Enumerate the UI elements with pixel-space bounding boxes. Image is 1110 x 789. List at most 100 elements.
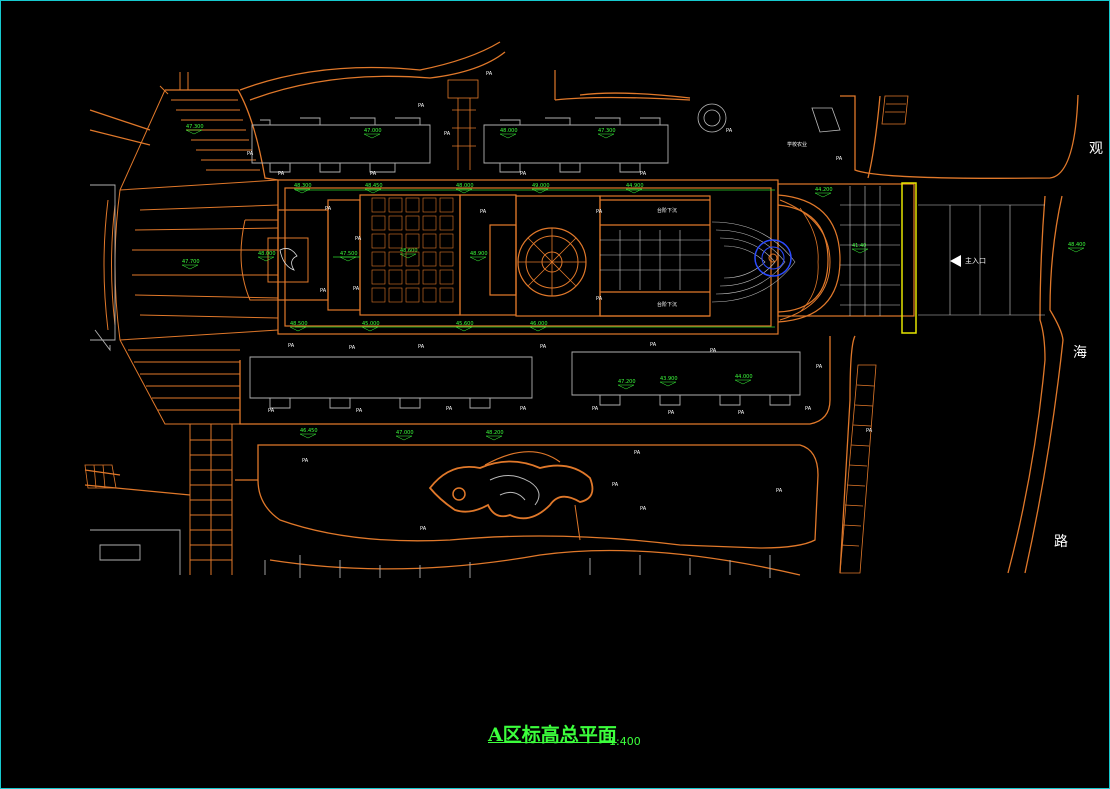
elevation-label: 48.600	[400, 248, 418, 254]
elevation-marker-icon	[469, 256, 487, 262]
pa-label: PA	[592, 406, 599, 412]
parking-cell	[422, 215, 437, 231]
elevation-marker-icon	[455, 188, 473, 194]
elevation-label: 49.000	[532, 183, 550, 189]
elevation-marker-icon	[257, 256, 275, 262]
elevation-label: 44.000	[735, 374, 753, 380]
parking-cell	[439, 251, 454, 267]
pa-label: PA	[596, 296, 603, 302]
elevation-marker-icon	[814, 192, 832, 198]
parking-cell	[405, 233, 420, 249]
elevation-marker-icon	[499, 133, 517, 139]
pa-label: PA	[866, 428, 873, 434]
pa-label: PA	[247, 151, 254, 157]
drawing-title: A区标高总平面	[488, 724, 617, 746]
elevation-label: 47.700	[182, 259, 200, 265]
parking-cell	[388, 287, 403, 303]
pa-label: PA	[325, 206, 332, 212]
parking-cell	[422, 197, 437, 213]
gate-frame	[901, 182, 917, 334]
pa-label: PA	[520, 406, 527, 412]
emblem-figure	[279, 248, 298, 271]
top-features	[447, 79, 841, 170]
elevation-marker-icon	[395, 435, 413, 441]
parking-cell	[439, 287, 454, 303]
main-entrance-label: 主入口	[965, 257, 986, 265]
elevation-marker-icon	[293, 188, 311, 194]
elevation-label: 45.600	[456, 321, 474, 327]
pa-label: PA	[640, 171, 647, 177]
pa-label: PA	[738, 410, 745, 416]
drawing-scale: 1:400	[609, 735, 641, 748]
pa-label: PA	[480, 209, 487, 215]
parking-cell	[405, 251, 420, 267]
entrance-arrow-icon	[950, 255, 961, 267]
elevation-marker-icon	[529, 326, 547, 332]
parking-cell	[422, 287, 437, 303]
pa-label: PA	[612, 482, 619, 488]
elevation-label: 46.000	[530, 321, 548, 327]
road-char-3: 路	[1054, 534, 1068, 550]
parking-cell	[439, 197, 454, 213]
elevation-label: 44.900	[626, 183, 644, 189]
elevation-label: 48.500	[290, 321, 308, 327]
pa-label: PA	[486, 71, 493, 77]
pa-label: PA	[540, 344, 547, 350]
pa-label: PA	[353, 286, 360, 292]
stair-label-bottom: 台阶下沉	[657, 302, 678, 308]
plaque-label: 学校农业	[787, 142, 808, 148]
pa-label: PA	[596, 209, 603, 215]
sculpture	[428, 451, 594, 541]
elevation-label: 45.000	[362, 321, 380, 327]
parking-cell	[422, 269, 437, 285]
elevation-label: 48.000	[500, 128, 518, 134]
site-boundary	[84, 41, 1079, 576]
pa-label: PA	[418, 103, 425, 109]
elevation-marker-icon	[361, 326, 379, 332]
parking-cell	[439, 233, 454, 249]
circular-plaza	[517, 227, 587, 297]
elevation-label: 48.400	[1068, 242, 1086, 248]
pa-label: PA	[726, 128, 733, 134]
pa-label: PA	[836, 156, 843, 162]
parking-cell	[371, 251, 386, 267]
road-char-1: 观	[1089, 141, 1103, 157]
pa-label: PA	[268, 408, 275, 414]
elevation-marker-icon	[181, 264, 199, 270]
parking-cell	[388, 269, 403, 285]
central-axis	[277, 70, 915, 335]
elevation-marker-icon	[289, 326, 307, 332]
elevation-marker-icon	[399, 253, 417, 259]
elevation-label: 43.900	[660, 376, 678, 382]
pa-label: PA	[320, 288, 327, 294]
elevation-marker-icon	[339, 256, 357, 262]
pa-label: PA	[418, 344, 425, 350]
elevation-marker-icon	[485, 435, 503, 441]
elevation-label: 41.40	[852, 243, 866, 249]
elevation-marker-icon	[1067, 247, 1085, 253]
parking-area-labels: PA PA PA PA PA PA PA PA PA PA PA PA PA PA PA PA PA PA PA PA…	[247, 71, 873, 532]
parking-cell	[422, 233, 437, 249]
parking-cell	[405, 197, 420, 213]
parking-cell	[388, 197, 403, 213]
pa-label: PA	[288, 343, 295, 349]
left-plaza	[103, 72, 279, 575]
elevation-label: 48.300	[294, 183, 312, 189]
amphitheater	[711, 199, 831, 321]
elevation-marker-icon	[734, 379, 752, 385]
parking-cell	[371, 197, 386, 213]
stair-label-top: 台阶下沉	[657, 208, 678, 214]
elevation-label: 48.000	[456, 183, 474, 189]
elevation-label: 44.200	[815, 187, 833, 193]
elevation-lines	[295, 189, 775, 328]
elevation-marker-icon	[185, 129, 203, 135]
parking-cell	[371, 269, 386, 285]
pa-label: PA	[278, 171, 285, 177]
elevation-marker-icon	[531, 188, 549, 194]
pa-label: PA	[444, 131, 451, 137]
pa-label: PA	[420, 526, 427, 532]
elevation-label: 48.900	[470, 251, 488, 257]
elevation-marker-icon	[625, 188, 643, 194]
pa-label: PA	[446, 406, 453, 412]
